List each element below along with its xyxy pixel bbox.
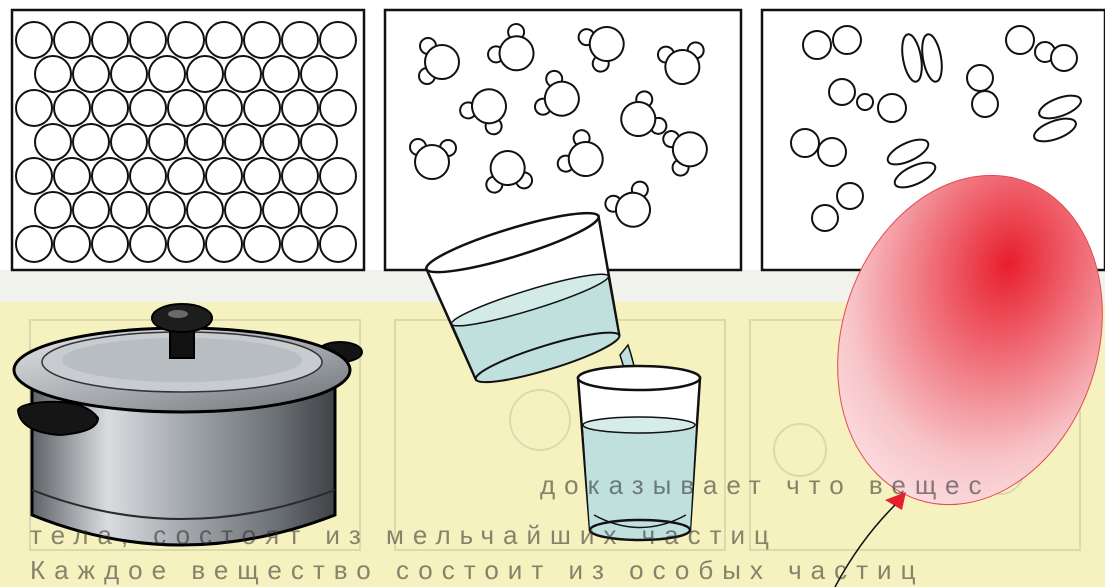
panel-solid [12, 10, 364, 270]
solid-particle [130, 158, 166, 194]
solid-particle [149, 56, 185, 92]
solid-particle [130, 22, 166, 58]
solid-particle [92, 158, 128, 194]
solid-particles [16, 22, 356, 262]
solid-particle [301, 192, 337, 228]
solid-particle [16, 158, 52, 194]
solid-particle [187, 124, 223, 160]
solid-particle [111, 192, 147, 228]
solid-particle [206, 158, 242, 194]
solid-particle [168, 158, 204, 194]
solid-particle [225, 192, 261, 228]
solid-particle [282, 90, 318, 126]
background-text-line-2: тела, состоят из мельчайших частиц [30, 520, 778, 551]
solid-particle [54, 226, 90, 262]
solid-particle [16, 90, 52, 126]
solid-particle [282, 158, 318, 194]
solid-particle [16, 22, 52, 58]
solid-particle [130, 90, 166, 126]
solid-particle [244, 158, 280, 194]
solid-particle [168, 226, 204, 262]
solid-particle [225, 124, 261, 160]
solid-particle [206, 226, 242, 262]
solid-particle [244, 22, 280, 58]
solid-particle [244, 90, 280, 126]
background-text-1-left: доказывает что вещес [540, 470, 990, 501]
solid-particle [149, 124, 185, 160]
solid-particle [301, 56, 337, 92]
solid-particle [54, 90, 90, 126]
solid-particle [187, 56, 223, 92]
solid-particle [149, 192, 185, 228]
solid-particle [263, 56, 299, 92]
solid-particle [206, 90, 242, 126]
solid-particle [263, 124, 299, 160]
solid-particle [73, 124, 109, 160]
solid-particle [111, 124, 147, 160]
solid-particle [35, 192, 71, 228]
solid-particle [92, 22, 128, 58]
solid-particle [92, 90, 128, 126]
solid-particle [206, 22, 242, 58]
solid-particle [130, 226, 166, 262]
solid-particle [301, 124, 337, 160]
solid-particle [244, 226, 280, 262]
solid-particle [168, 22, 204, 58]
solid-particle [263, 192, 299, 228]
solid-particle [320, 90, 356, 126]
solid-particle [54, 158, 90, 194]
solid-particle [111, 56, 147, 92]
solid-particle [16, 226, 52, 262]
solid-particle [187, 192, 223, 228]
solid-particle [320, 158, 356, 194]
solid-particle [73, 192, 109, 228]
solid-particle [320, 22, 356, 58]
solid-particle [35, 56, 71, 92]
solid-particle [73, 56, 109, 92]
solid-particle [320, 226, 356, 262]
water-glass-icon [578, 366, 700, 540]
solid-particle [54, 22, 90, 58]
solid-particle [35, 124, 71, 160]
solid-particle [168, 90, 204, 126]
solid-particle [225, 56, 261, 92]
background-text-line-3: Каждое вещество состоит из особых частиц [30, 555, 924, 586]
solid-particle [282, 22, 318, 58]
solid-particle [282, 226, 318, 262]
solid-particle [92, 226, 128, 262]
